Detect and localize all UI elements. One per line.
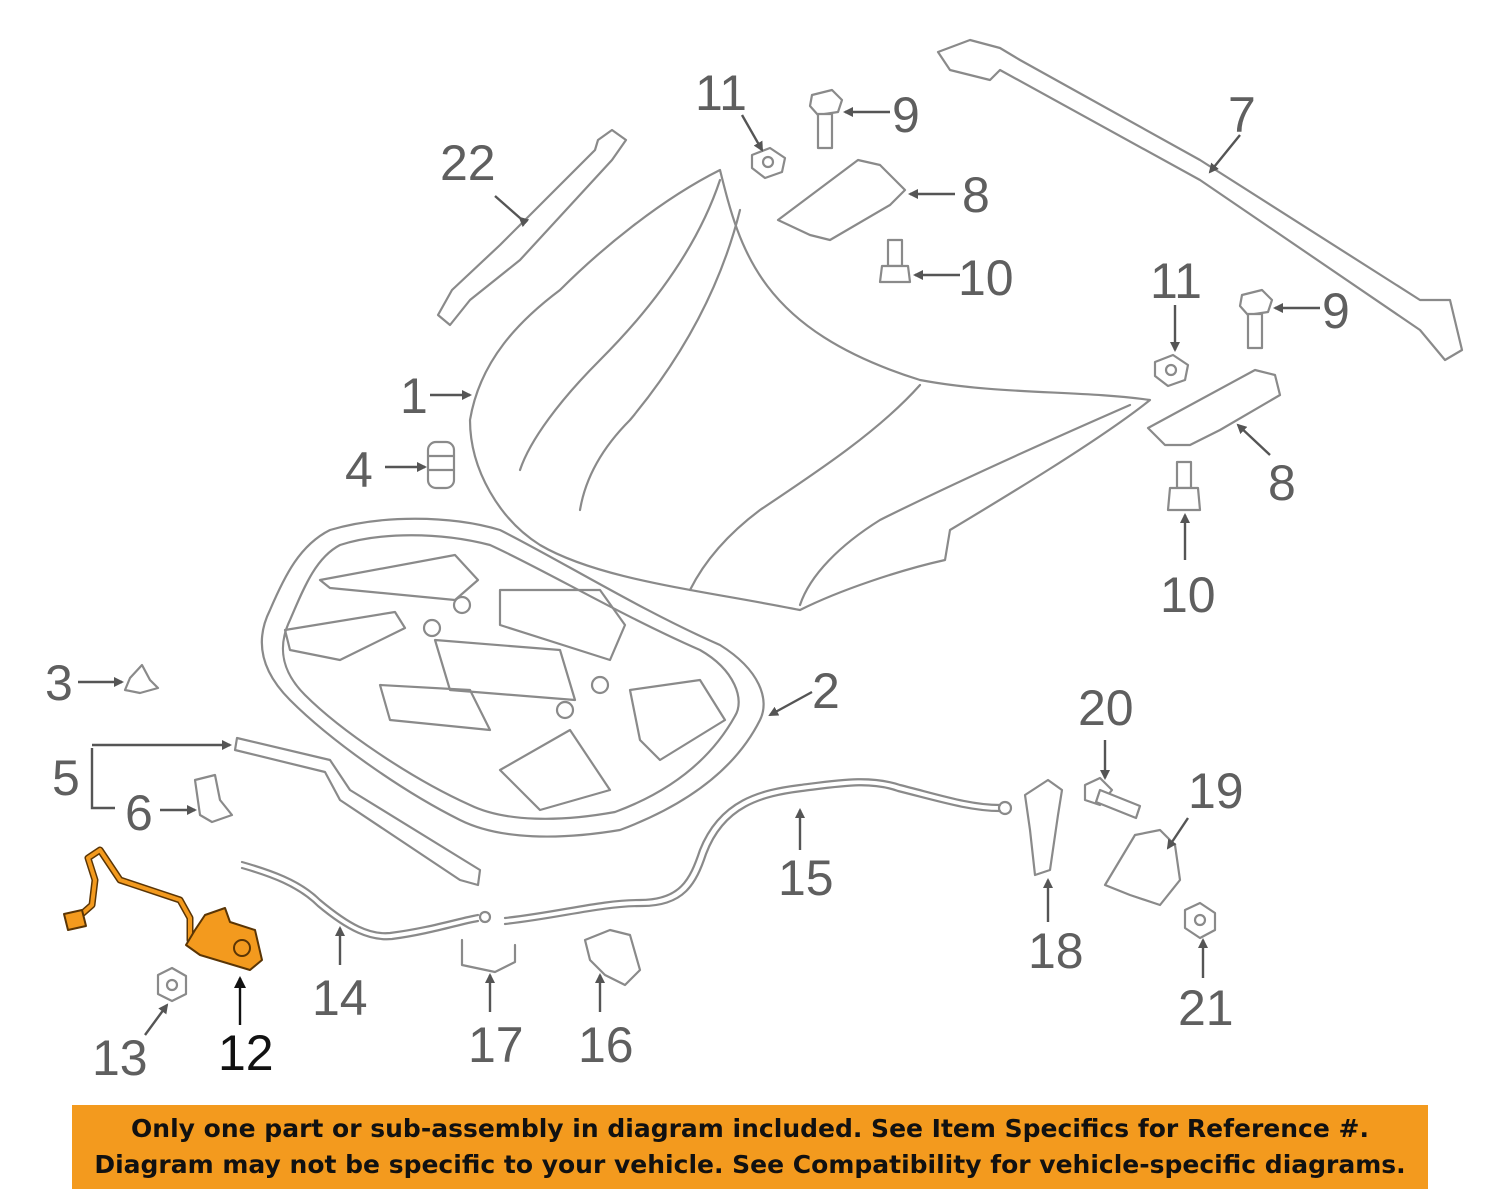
callout-15: 15	[778, 850, 834, 906]
hood-insulator	[260, 517, 765, 838]
callout-20: 20	[1078, 680, 1134, 736]
hood-panel	[468, 168, 1152, 612]
callout-5: 5	[52, 750, 80, 806]
clip-part-6	[193, 773, 234, 824]
bolt-part-10-upper	[878, 238, 912, 284]
cable-part-15	[503, 778, 1013, 926]
callout-6: 6	[125, 785, 153, 841]
leader-arrows	[78, 107, 1320, 1036]
bolt-part-10-lower	[1166, 460, 1202, 512]
callout-10-upper: 10	[958, 250, 1014, 306]
release-rod-part-5	[233, 736, 482, 887]
callout-2: 2	[812, 663, 840, 719]
bracket-part-17	[460, 938, 517, 974]
hinge-bracket-part-8-upper	[776, 158, 907, 242]
callout-16: 16	[578, 1017, 634, 1073]
callout-4: 4	[345, 442, 373, 498]
hinge-bracket-part-8-lower	[1146, 368, 1282, 447]
bracket-part-19	[1103, 828, 1182, 907]
callout-1: 1	[400, 368, 428, 424]
nut-part-21	[1183, 901, 1217, 940]
callout-10-lower: 10	[1160, 567, 1216, 623]
callout-11-lower: 11	[1150, 253, 1202, 309]
callout-18: 18	[1028, 923, 1084, 979]
callout-7: 7	[1228, 87, 1256, 143]
callout-19: 19	[1188, 763, 1244, 819]
callout-3: 3	[45, 655, 73, 711]
callout-22: 22	[440, 135, 496, 191]
nut-part-13	[156, 966, 188, 1003]
parts-diagram: 1 2 3 4 5 6 7 8 8 9 9 10 10 11 11 12 13 …	[45, 38, 1464, 1086]
callout-9-lower: 9	[1322, 283, 1350, 339]
support-strut-part-22	[436, 128, 628, 327]
callout-11-upper: 11	[695, 65, 747, 121]
callout-17: 17	[468, 1017, 524, 1073]
callout-9-upper: 9	[892, 87, 920, 143]
clip-part-3	[123, 663, 160, 695]
cable-part-14	[240, 860, 492, 941]
callout-21: 21	[1178, 980, 1234, 1036]
striker-part-18	[1023, 778, 1064, 877]
latch-assembly-part-12-highlighted	[63, 846, 263, 971]
callout-8-upper: 8	[962, 167, 990, 223]
bolt-part-9-upper	[808, 88, 844, 150]
bolt-part-9-lower	[1238, 288, 1274, 350]
nut-part-11-lower	[1153, 353, 1190, 388]
weatherstrip-part-7	[936, 38, 1464, 362]
callout-14: 14	[312, 970, 368, 1026]
bracket-part-16	[583, 928, 642, 987]
disclaimer-line-1: Only one part or sub-assembly in diagram…	[131, 1114, 1369, 1143]
disclaimer-banner: Only one part or sub-assembly in diagram…	[72, 1105, 1428, 1189]
bumper-part-4	[426, 440, 456, 490]
callout-12: 12	[218, 1025, 274, 1081]
callout-13: 13	[92, 1030, 148, 1086]
bolt-part-20	[1083, 776, 1142, 820]
callout-8-lower: 8	[1268, 455, 1296, 511]
disclaimer-line-2: Diagram may not be specific to your vehi…	[94, 1150, 1406, 1179]
nut-part-11-upper	[750, 146, 787, 180]
